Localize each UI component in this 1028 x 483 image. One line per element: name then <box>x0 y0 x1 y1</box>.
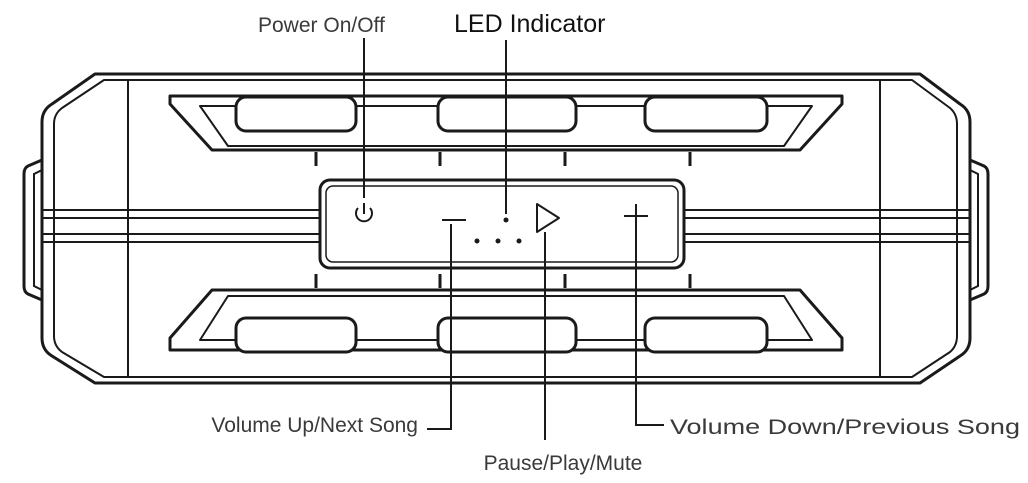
label-led-indicator: LED Indicator <box>454 10 605 38</box>
vent-bottom-right <box>643 316 769 354</box>
speaker-outer-shell <box>40 72 972 385</box>
power-icon[interactable] <box>355 203 373 223</box>
control-panel <box>318 178 686 270</box>
plus-icon[interactable] <box>624 204 648 228</box>
top-bumper <box>168 94 844 152</box>
label-pause-play-mute: Pause/Play/Mute <box>484 452 643 475</box>
bottom-bumper <box>168 288 844 352</box>
vent-top-right <box>643 95 769 133</box>
play-icon[interactable] <box>536 203 560 233</box>
handle-left <box>22 158 43 302</box>
callout-lines <box>363 38 664 440</box>
speaker-inner-outline <box>53 79 958 378</box>
speaker-body <box>40 72 972 385</box>
vent-bottom-center <box>436 316 578 354</box>
led-indicator-dots <box>474 238 522 244</box>
side-dividers <box>127 80 881 377</box>
led-dot-icon <box>503 217 509 223</box>
top-ribs <box>314 152 692 166</box>
handle-right <box>969 158 990 302</box>
vent-top-left <box>234 95 358 133</box>
label-power-on-off: Power On/Off <box>258 14 385 37</box>
bottom-ribs <box>314 274 692 288</box>
bottom-vents <box>234 316 769 354</box>
top-vents <box>234 95 769 133</box>
label-volume-up-next-song: Volume Up/Next Song <box>211 414 418 437</box>
leader-volume-down <box>635 228 664 426</box>
label-volume-down-previous-song: Volume Down/Previous Song <box>670 416 1020 439</box>
leader-volume-up <box>427 224 452 430</box>
vent-bottom-left <box>234 316 358 354</box>
control-panel-inner <box>325 185 679 263</box>
